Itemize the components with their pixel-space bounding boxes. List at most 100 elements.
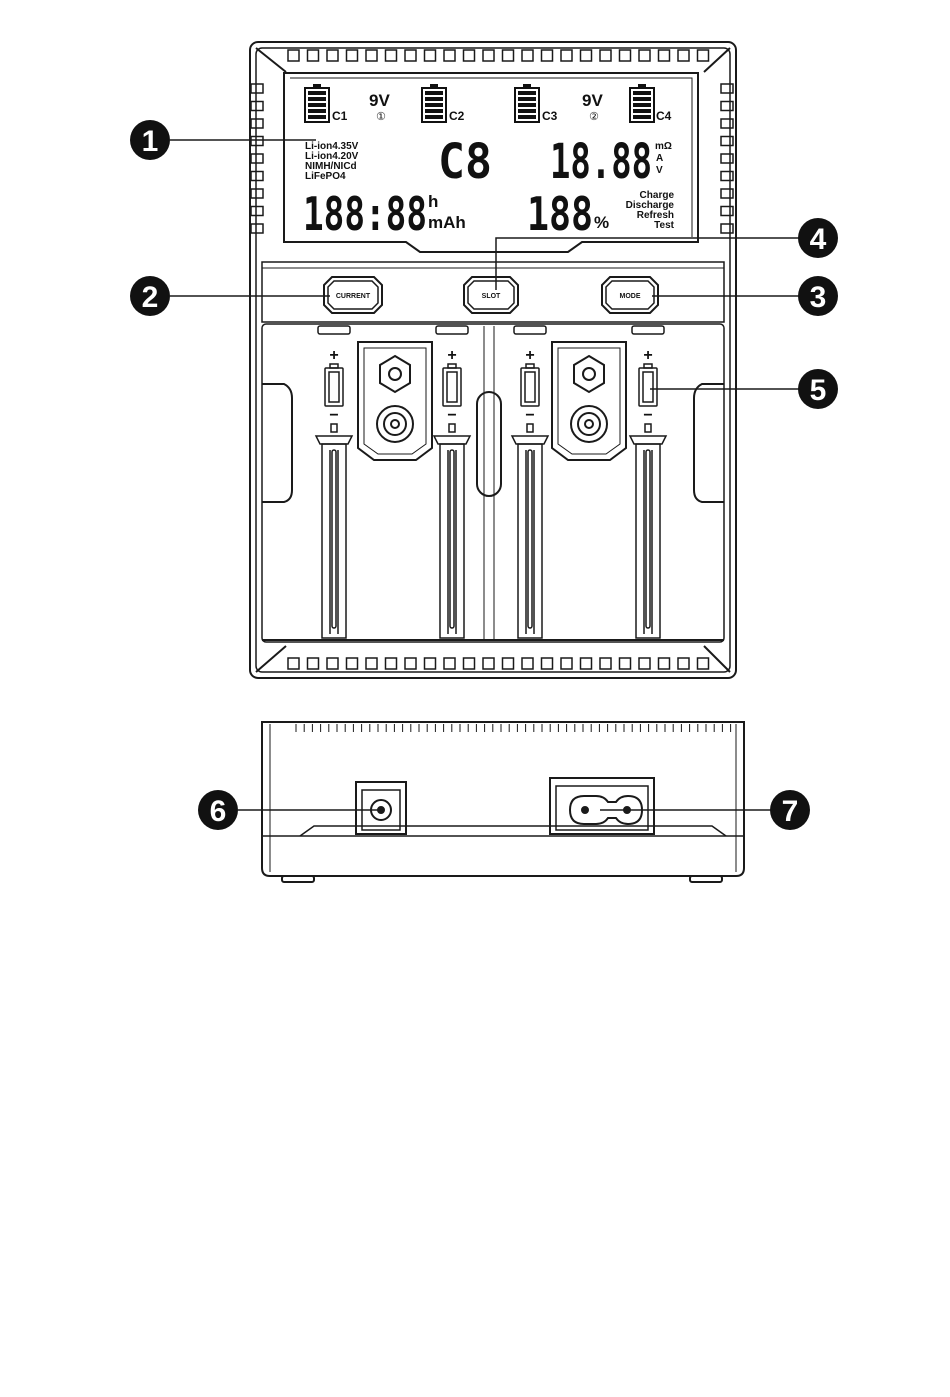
- bottom-vents: [288, 658, 709, 669]
- vent-slot: [561, 658, 572, 669]
- vent-slot: [721, 224, 733, 233]
- svg-text:2: 2: [142, 281, 159, 314]
- slot-button[interactable]: SLOT: [464, 277, 518, 313]
- vent-slot: [444, 658, 455, 669]
- vent-slot: [721, 189, 733, 198]
- lcd-display: C1 C2 C3 C4 9V ① 9V ② Li-ion4.35V Li-ion…: [303, 84, 675, 241]
- vent-slot: [288, 658, 299, 669]
- slot-button-label: SLOT: [482, 293, 501, 300]
- minus-sign: −: [643, 407, 652, 424]
- lcd-percent-unit: %: [594, 213, 609, 232]
- right-vents: [721, 84, 733, 233]
- battery-level-icon: [422, 84, 446, 122]
- vent-slot: [698, 50, 709, 61]
- vent-slot: [366, 658, 377, 669]
- vent-slot: [659, 50, 670, 61]
- minus-sign: −: [329, 407, 338, 424]
- vent-slot: [600, 658, 611, 669]
- vent-slot: [251, 137, 263, 146]
- nine-v-contact-left: [358, 342, 432, 460]
- vent-slot: [721, 84, 733, 93]
- vent-slot: [308, 658, 319, 669]
- cell-icon: [443, 368, 461, 406]
- vent-slot: [503, 50, 514, 61]
- vent-slot: [483, 658, 494, 669]
- lcd-time-readout: 188:88: [303, 187, 427, 241]
- vent-slot: [721, 154, 733, 163]
- lcd-slot-readout: C8: [438, 134, 492, 190]
- vent-slot: [721, 119, 733, 128]
- vent-slot: [721, 137, 733, 146]
- housing-outer: [250, 42, 736, 678]
- vent-slot: [678, 658, 689, 669]
- svg-text:5: 5: [810, 374, 827, 407]
- lcd-9v-2: 9V: [582, 91, 603, 110]
- vent-slot: [327, 50, 338, 61]
- vent-slot: [251, 84, 263, 93]
- lcd-slot-c4: C4: [656, 109, 672, 123]
- negative-slider[interactable]: [630, 436, 666, 444]
- plus-sign: +: [525, 347, 534, 364]
- callout-7: 7: [770, 790, 810, 830]
- lcd-slot-c3: C3: [542, 109, 558, 123]
- lcd-9v-1: 9V: [369, 91, 390, 110]
- lcd-capacity-unit: mAh: [428, 213, 466, 232]
- vent-slot: [581, 50, 592, 61]
- front-view: [250, 42, 736, 678]
- negative-slider[interactable]: [316, 436, 352, 444]
- vent-slot: [251, 119, 263, 128]
- mode-button-label: MODE: [620, 293, 641, 300]
- current-button-label: CURRENT: [336, 293, 371, 300]
- lcd-main-readout: 18.88: [550, 134, 652, 190]
- vent-slot: [308, 50, 319, 61]
- vent-slot: [522, 50, 533, 61]
- cell-icon: [325, 368, 343, 406]
- lcd-unit-mohm: mΩ: [655, 141, 672, 152]
- vent-slot: [639, 658, 650, 669]
- vent-slot: [366, 50, 377, 61]
- vent-slot: [561, 50, 572, 61]
- mode-button[interactable]: MODE: [602, 277, 658, 313]
- lcd-slot-c1: C1: [332, 109, 348, 123]
- callout-2: 2: [130, 276, 170, 316]
- vent-slot: [503, 658, 514, 669]
- negative-slider[interactable]: [434, 436, 470, 444]
- vent-slot: [444, 50, 455, 61]
- minus-sign: −: [525, 407, 534, 424]
- vent-slot: [327, 658, 338, 669]
- battery-slot: +−: [434, 326, 470, 638]
- current-button[interactable]: CURRENT: [324, 277, 382, 313]
- vent-slot: [721, 172, 733, 181]
- callout-6: 6: [198, 790, 238, 830]
- vent-slot: [251, 224, 263, 233]
- top-vents: [288, 50, 709, 61]
- battery-level-icon: [515, 84, 539, 122]
- vent-slot: [698, 658, 709, 669]
- lcd-chem-4: LiFePO4: [305, 171, 346, 182]
- vent-slot: [678, 50, 689, 61]
- lcd-mode-test: Test: [654, 220, 674, 231]
- lcd-unit-a: A: [656, 153, 663, 164]
- vent-slot: [620, 658, 631, 669]
- vent-slot: [425, 658, 436, 669]
- vent-slot: [542, 658, 553, 669]
- vent-slot: [251, 207, 263, 216]
- callout-1: 1: [130, 120, 170, 160]
- minus-sign: −: [447, 407, 456, 424]
- plus-sign: +: [447, 347, 456, 364]
- vent-slot: [522, 658, 533, 669]
- vent-slot: [483, 50, 494, 61]
- vent-slot: [251, 189, 263, 198]
- vent-slot: [721, 102, 733, 111]
- callout-5: 5: [798, 369, 838, 409]
- vent-slot: [639, 50, 650, 61]
- left-vents: [251, 84, 263, 233]
- battery-slot: +−: [630, 326, 666, 638]
- cell-icon: [521, 368, 539, 406]
- vent-slot: [464, 658, 475, 669]
- vent-slot: [288, 50, 299, 61]
- lcd-slot-c2: C2: [449, 109, 465, 123]
- lcd-9v-2-sub: ②: [589, 111, 599, 123]
- negative-slider[interactable]: [512, 436, 548, 444]
- svg-text:4: 4: [810, 223, 827, 256]
